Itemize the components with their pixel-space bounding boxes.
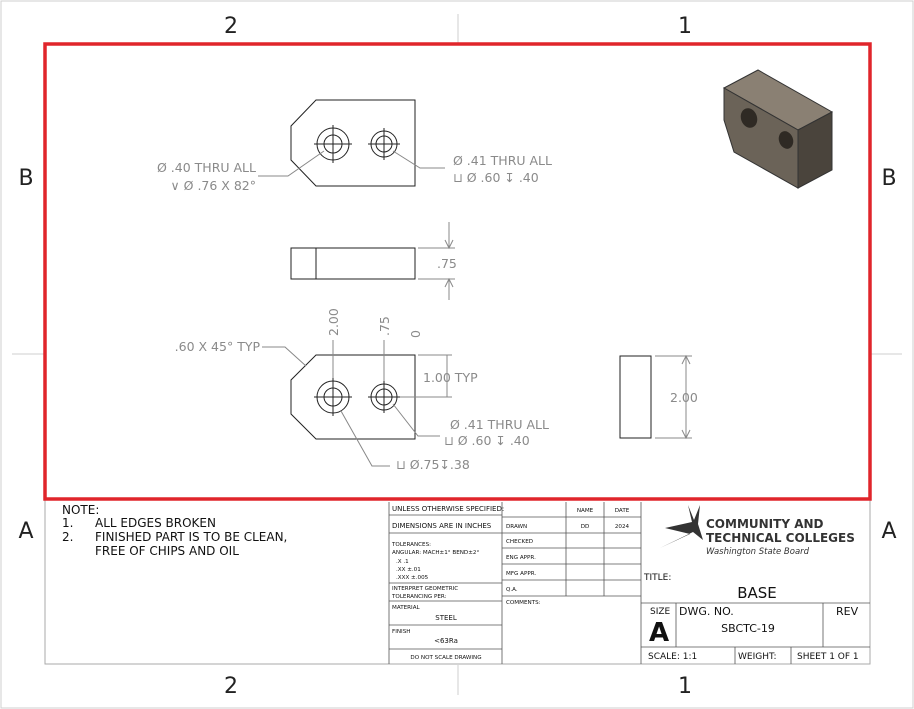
dim-side-height: 2.00 (670, 390, 698, 405)
tb-drawn-name: DD (581, 524, 590, 530)
tb-unless: UNLESS OTHERWISE SPECIFIED: (392, 505, 504, 513)
side-view-outline (619, 355, 652, 439)
tb-sheet: SHEET 1 OF 1 (797, 652, 859, 662)
leader-hole-2 (392, 150, 445, 169)
isometric-view (722, 69, 834, 189)
callout-hole-3-thru: Ø .41 THRU ALL (450, 417, 549, 432)
dim-1-00-typ: 1.00 TYP (423, 370, 478, 385)
tb-weight: WEIGHT: (738, 652, 777, 662)
tb-drawn: DRAWN (506, 524, 527, 530)
note-2-text: FINISHED PART IS TO BE CLEAN, (95, 530, 287, 544)
note-1-text: ALL EDGES BROKEN (95, 516, 216, 530)
callout-hole-2-cbore: ⊔ Ø .60 ↧ .40 (453, 170, 539, 185)
tb-interpret-2: TOLERANCING PER: (391, 594, 447, 600)
leader-hole-3 (392, 403, 440, 437)
dim-thickness: .75 (437, 256, 457, 271)
front-view: .75 (290, 222, 457, 300)
tb-title-label: TITLE: (643, 573, 671, 583)
top-view-hole-2 (368, 128, 400, 160)
tb-tolerances: TOLERANCES: (391, 542, 431, 548)
zone-row-b-right: B (881, 166, 896, 191)
callout-hole-2-thru: Ø .41 THRU ALL (453, 153, 552, 168)
tb-comments: COMMENTS: (506, 600, 541, 606)
zone-row-a-left: A (18, 519, 33, 544)
logo-line-3: Washington State Board (706, 547, 810, 557)
note-3-text: FREE OF CHIPS AND OIL (95, 544, 239, 558)
tb-col-name: NAME (577, 508, 594, 514)
zone-col-1-bottom: 1 (678, 674, 692, 699)
note-1-num: 1. (62, 516, 73, 530)
sbctc-logo: COMMUNITY AND TECHNICAL COLLEGES Washing… (660, 505, 855, 557)
tb-col-date: DATE (615, 508, 630, 514)
zone-col-2-top: 2 (224, 14, 238, 39)
top-view: Ø .40 THRU ALL ∨ Ø .76 X 82° Ø .41 THRU … (157, 99, 552, 193)
leader-hole-4 (340, 410, 390, 467)
callout-hole-1-csk: ∨ Ø .76 X 82° (171, 178, 256, 193)
zone-col-2-bottom: 2 (224, 674, 238, 699)
tb-finish-label: FINISH (392, 629, 410, 635)
zone-ticks (12, 14, 902, 695)
callout-hole-4-cbore: ⊔ Ø.75↧.38 (396, 457, 470, 472)
tb-size-label: SIZE (650, 607, 671, 617)
zone-row-a-right: A (881, 519, 896, 544)
tb-checked: CHECKED (506, 539, 533, 545)
tb-tol-x: .X .1 (396, 559, 409, 565)
notes-heading: NOTE: (62, 503, 99, 517)
tb-tol-xxx: .XXX ±.005 (396, 575, 429, 581)
title-block: UNLESS OTHERWISE SPECIFIED: DIMENSIONS A… (388, 502, 870, 664)
tb-qa: Q.A. (506, 587, 518, 593)
ordinate-0: 0 (408, 330, 423, 338)
tb-finish: <63Ra (434, 637, 458, 645)
ordinate-view-outline (290, 354, 416, 440)
tb-angular: ANGULAR: MACH±1° BEND±2° (392, 550, 479, 556)
tb-eng-appr: ENG APPR. (506, 555, 536, 561)
top-view-outline (290, 99, 416, 187)
tb-size: A (649, 618, 669, 648)
ordinate-view-hole-2 (368, 381, 400, 413)
tb-tol-xx: .XX ±.01 (396, 567, 421, 573)
highlight-box (43, 42, 872, 501)
logo-line-2: TECHNICAL COLLEGES (706, 531, 855, 545)
top-view-hole-1 (314, 125, 352, 163)
ordinate-view-hole-1 (314, 378, 352, 416)
note-2-num: 2. (62, 530, 73, 544)
tb-scale: SCALE: 1:1 (648, 652, 697, 662)
tb-mfg-appr: MFG APPR. (506, 571, 536, 577)
tb-material-label: MATERIAL (392, 605, 421, 611)
front-view-outline (290, 247, 416, 280)
tb-title: BASE (737, 584, 777, 602)
zone-row-b-left: B (18, 166, 33, 191)
tb-material: STEEL (435, 614, 457, 622)
side-view: 2.00 (619, 354, 698, 440)
tb-rev-label: REV (836, 605, 859, 618)
tb-dwg-no-label: DWG. NO. (679, 605, 734, 618)
ordinate-view: 2.00 .75 0 1.00 TYP .60 X 45° TYP Ø .41 … (175, 308, 549, 472)
tb-dims-in: DIMENSIONS ARE IN INCHES (392, 522, 492, 530)
notes-block: NOTE: 1. ALL EDGES BROKEN 2. FINISHED PA… (62, 503, 287, 558)
tb-drawn-date: 2024 (615, 524, 630, 530)
tb-dwg-no: SBCTC-19 (721, 622, 775, 635)
callout-hole-3-cbore: ⊔ Ø .60 ↧ .40 (444, 433, 530, 448)
logo-line-1: COMMUNITY AND (706, 517, 824, 531)
callout-chamfer: .60 X 45° TYP (175, 339, 261, 354)
ordinate-0-75: .75 (377, 316, 392, 336)
callout-hole-1-thru: Ø .40 THRU ALL (157, 160, 256, 175)
ordinate-2-00: 2.00 (326, 308, 341, 336)
leader-chamfer (262, 346, 307, 367)
zone-col-1-top: 1 (678, 14, 692, 39)
tb-do-not-scale: DO NOT SCALE DRAWING (410, 655, 481, 661)
tb-interpret-1: INTERPRET GEOMETRIC (392, 586, 458, 592)
leader-hole-1 (258, 150, 325, 177)
